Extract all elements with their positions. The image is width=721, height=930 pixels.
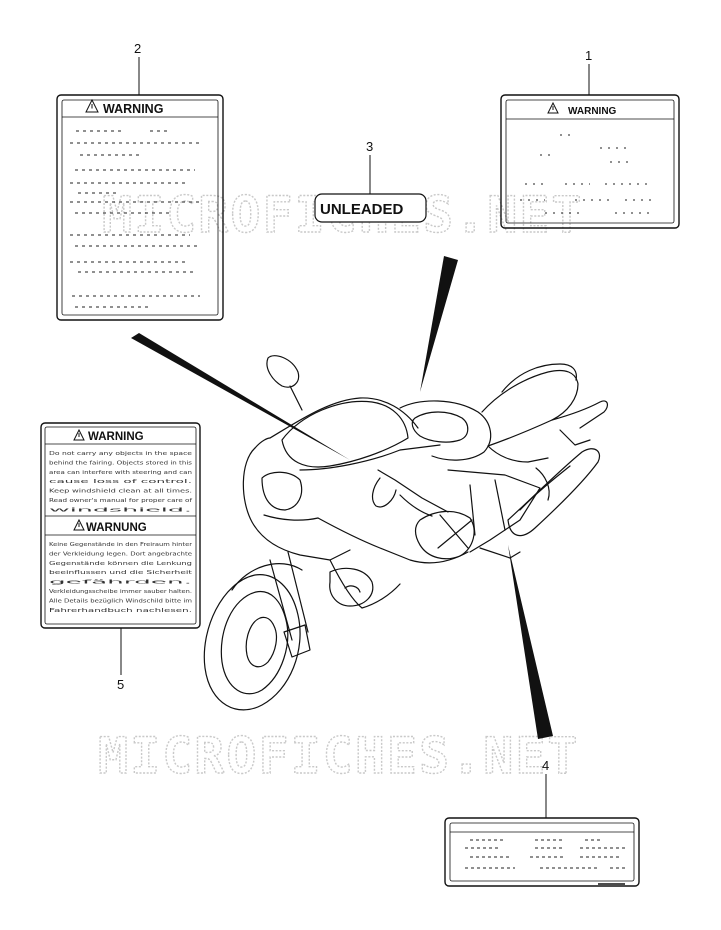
warning-triangle-icon [73, 428, 85, 441]
label-line: Fahrerhandbuch nachlesen. [49, 608, 193, 614]
label-line: windshield. [49, 507, 194, 513]
label-2-title: WARNING [103, 102, 163, 116]
label-line: Gegenstände können die Lenkung [49, 561, 192, 567]
warning-label-1: WARNING [500, 94, 680, 229]
label-line: Do not carry any objects in the space [49, 451, 192, 457]
label-line: behind the fairing. Objects stored in th… [49, 460, 192, 466]
callouts: 1 2 3 4 5 [117, 41, 592, 818]
unleaded-text: UNLEADED [320, 201, 404, 218]
warning-triangle-icon [547, 101, 559, 114]
callout-2: 2 [134, 41, 141, 56]
label-5-warning-text: Do not carry any objects in the space beh… [49, 451, 194, 513]
callout-4: 4 [542, 758, 549, 773]
label-line: cause loss of control. [49, 479, 193, 485]
warning-triangle-icon [85, 98, 99, 113]
label-line: Read owner's manual for proper care of [49, 498, 192, 504]
label-line: Keine Gegenstände in den Freiraum hinter [49, 542, 193, 548]
label-line: der Verkleidung legen. Dort angebrachte [49, 551, 192, 557]
pointer-wedges [131, 256, 553, 739]
unleaded-label-3: UNLEADED [314, 193, 427, 223]
spec-label-4 [444, 817, 640, 887]
motorcycle-drawing [203, 355, 609, 711]
warning-triangle-icon [73, 518, 85, 531]
label-line: Verkleidungsscheibe immer sauber halten. [49, 589, 192, 595]
warning-label-2: WARNING [56, 94, 224, 321]
label-line: area can interfere with steering and can [49, 470, 192, 476]
warning-label-5: WARNING WARNUNG Do not carry any objects… [40, 422, 201, 629]
label-line: beeinflussen und die Sicherheit [49, 570, 192, 576]
watermark-bottom: MICROFICHES.NET [98, 727, 580, 785]
callout-5: 5 [117, 677, 124, 692]
label-line: gefährden. [49, 580, 194, 586]
label-line: Alle Details bezüglich Windschild bitte … [49, 598, 192, 604]
callout-1: 1 [585, 48, 592, 63]
label-1-title: WARNING [568, 106, 617, 117]
label-5-warnung-title: WARNUNG [86, 522, 147, 534]
label-line: Keep windshield clean at all times. [49, 489, 192, 495]
label-5-warning-title: WARNING [88, 431, 144, 443]
label-5-warnung-text: Keine Gegenstände in den Freiraum hinter… [49, 542, 194, 614]
callout-3: 3 [366, 139, 373, 154]
